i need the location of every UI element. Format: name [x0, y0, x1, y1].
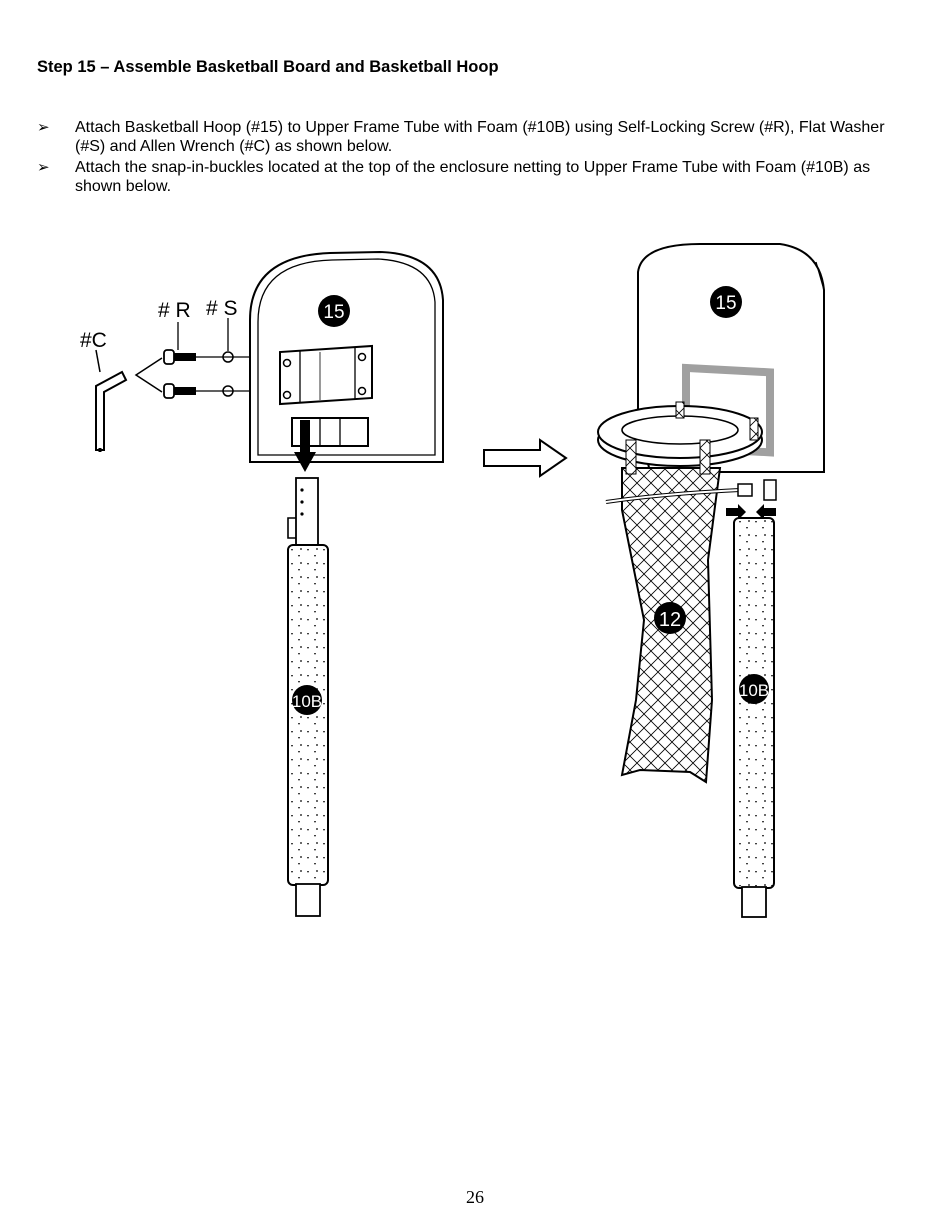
- instruction-list: ➢ Attach Basketball Hoop (#15) to Upper …: [37, 118, 917, 198]
- down-arrow-icon: [294, 420, 316, 472]
- arrow-right-small-icon: [726, 504, 746, 520]
- part-badge: [292, 685, 322, 715]
- step-heading: Step 15 – Assemble Basketball Board and …: [37, 58, 499, 76]
- part-badge-label: 10B: [739, 681, 769, 700]
- bracket-line: [134, 357, 163, 393]
- label-allen-wrench: #C: [80, 329, 107, 352]
- right-arrow-icon: [483, 438, 568, 478]
- label-screw: # R: [158, 299, 191, 322]
- part-badge-label: 10B: [292, 692, 322, 711]
- part-badge-label: 15: [715, 293, 736, 314]
- allen-wrench-icon: [95, 370, 128, 452]
- right-assembly: 15 12: [597, 243, 825, 918]
- hoop-rim: [597, 401, 763, 475]
- bullet-arrow-icon: ➢: [37, 119, 50, 136]
- tube-10b-left: 10B: [287, 477, 329, 917]
- part-badge-label: 12: [659, 609, 681, 631]
- snap-in-buckle-icon: [605, 479, 777, 504]
- instruction-item: ➢ Attach the snap-in-buckles located at …: [37, 158, 917, 196]
- part-badge: [739, 674, 769, 704]
- backboard-left: 15: [249, 250, 444, 463]
- part-badge: [654, 602, 686, 634]
- screw-icon: [163, 349, 196, 365]
- assembly-illustration: #C # R # S 15: [80, 243, 825, 918]
- part-badge: [710, 286, 742, 318]
- part-badge: [318, 295, 350, 327]
- instruction-text: Attach Basketball Hoop (#15) to Upper Fr…: [75, 119, 885, 155]
- instruction-text: Attach the snap-in-buckles located at th…: [75, 159, 871, 195]
- arrow-left-small-icon: [756, 504, 776, 520]
- screw-icon: [163, 383, 196, 399]
- enclosure-net: 12: [620, 467, 722, 784]
- label-washer: # S: [206, 297, 238, 320]
- instruction-item: ➢ Attach Basketball Hoop (#15) to Upper …: [37, 118, 917, 156]
- leader-line: [95, 349, 101, 373]
- bullet-arrow-icon: ➢: [37, 159, 50, 176]
- part-badge-label: 15: [323, 302, 344, 323]
- tube-10b-right: 10B: [733, 517, 775, 918]
- left-assembly: #C # R # S 15: [80, 250, 444, 917]
- page-number: 26: [466, 1187, 484, 1207]
